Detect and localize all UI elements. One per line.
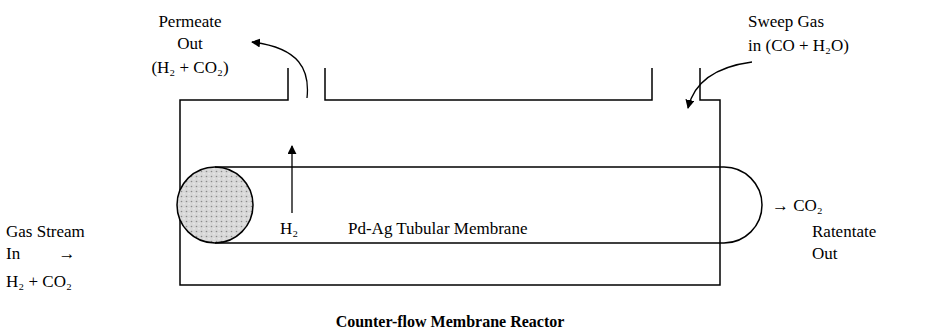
membrane-wall (215, 167, 762, 243)
stream-label: → CO₂ (772, 196, 823, 216)
stream-label: In → (6, 244, 75, 264)
stream-label: Ratentate (812, 222, 876, 242)
stream-label: Out (177, 34, 203, 54)
stream-label: (H₂ + CO₂) (151, 58, 228, 78)
permeate-arrow (252, 42, 307, 98)
gas-label: H₂ (280, 219, 298, 239)
tubular-membrane: H₂ Pd-Ag Tubular Membrane (180, 167, 762, 243)
stream-label: Sweep Gas (748, 12, 824, 32)
stream-label: H₂ + CO₂ (6, 272, 72, 292)
stream-label: in (CO + H₂O) (748, 36, 849, 56)
stream-label: Gas Stream (6, 222, 85, 242)
stream-label: Permeate (158, 12, 221, 32)
stream-label: Out (812, 244, 838, 264)
reactor-shell (180, 68, 720, 285)
sweep-gas-arrow (688, 62, 752, 108)
hydrogen-flux-arrow (291, 146, 292, 213)
figure-caption: Counter-flow Membrane Reactor (336, 313, 565, 331)
membrane-label: Pd-Ag Tubular Membrane (348, 219, 527, 239)
porous-tube-end (177, 167, 253, 243)
